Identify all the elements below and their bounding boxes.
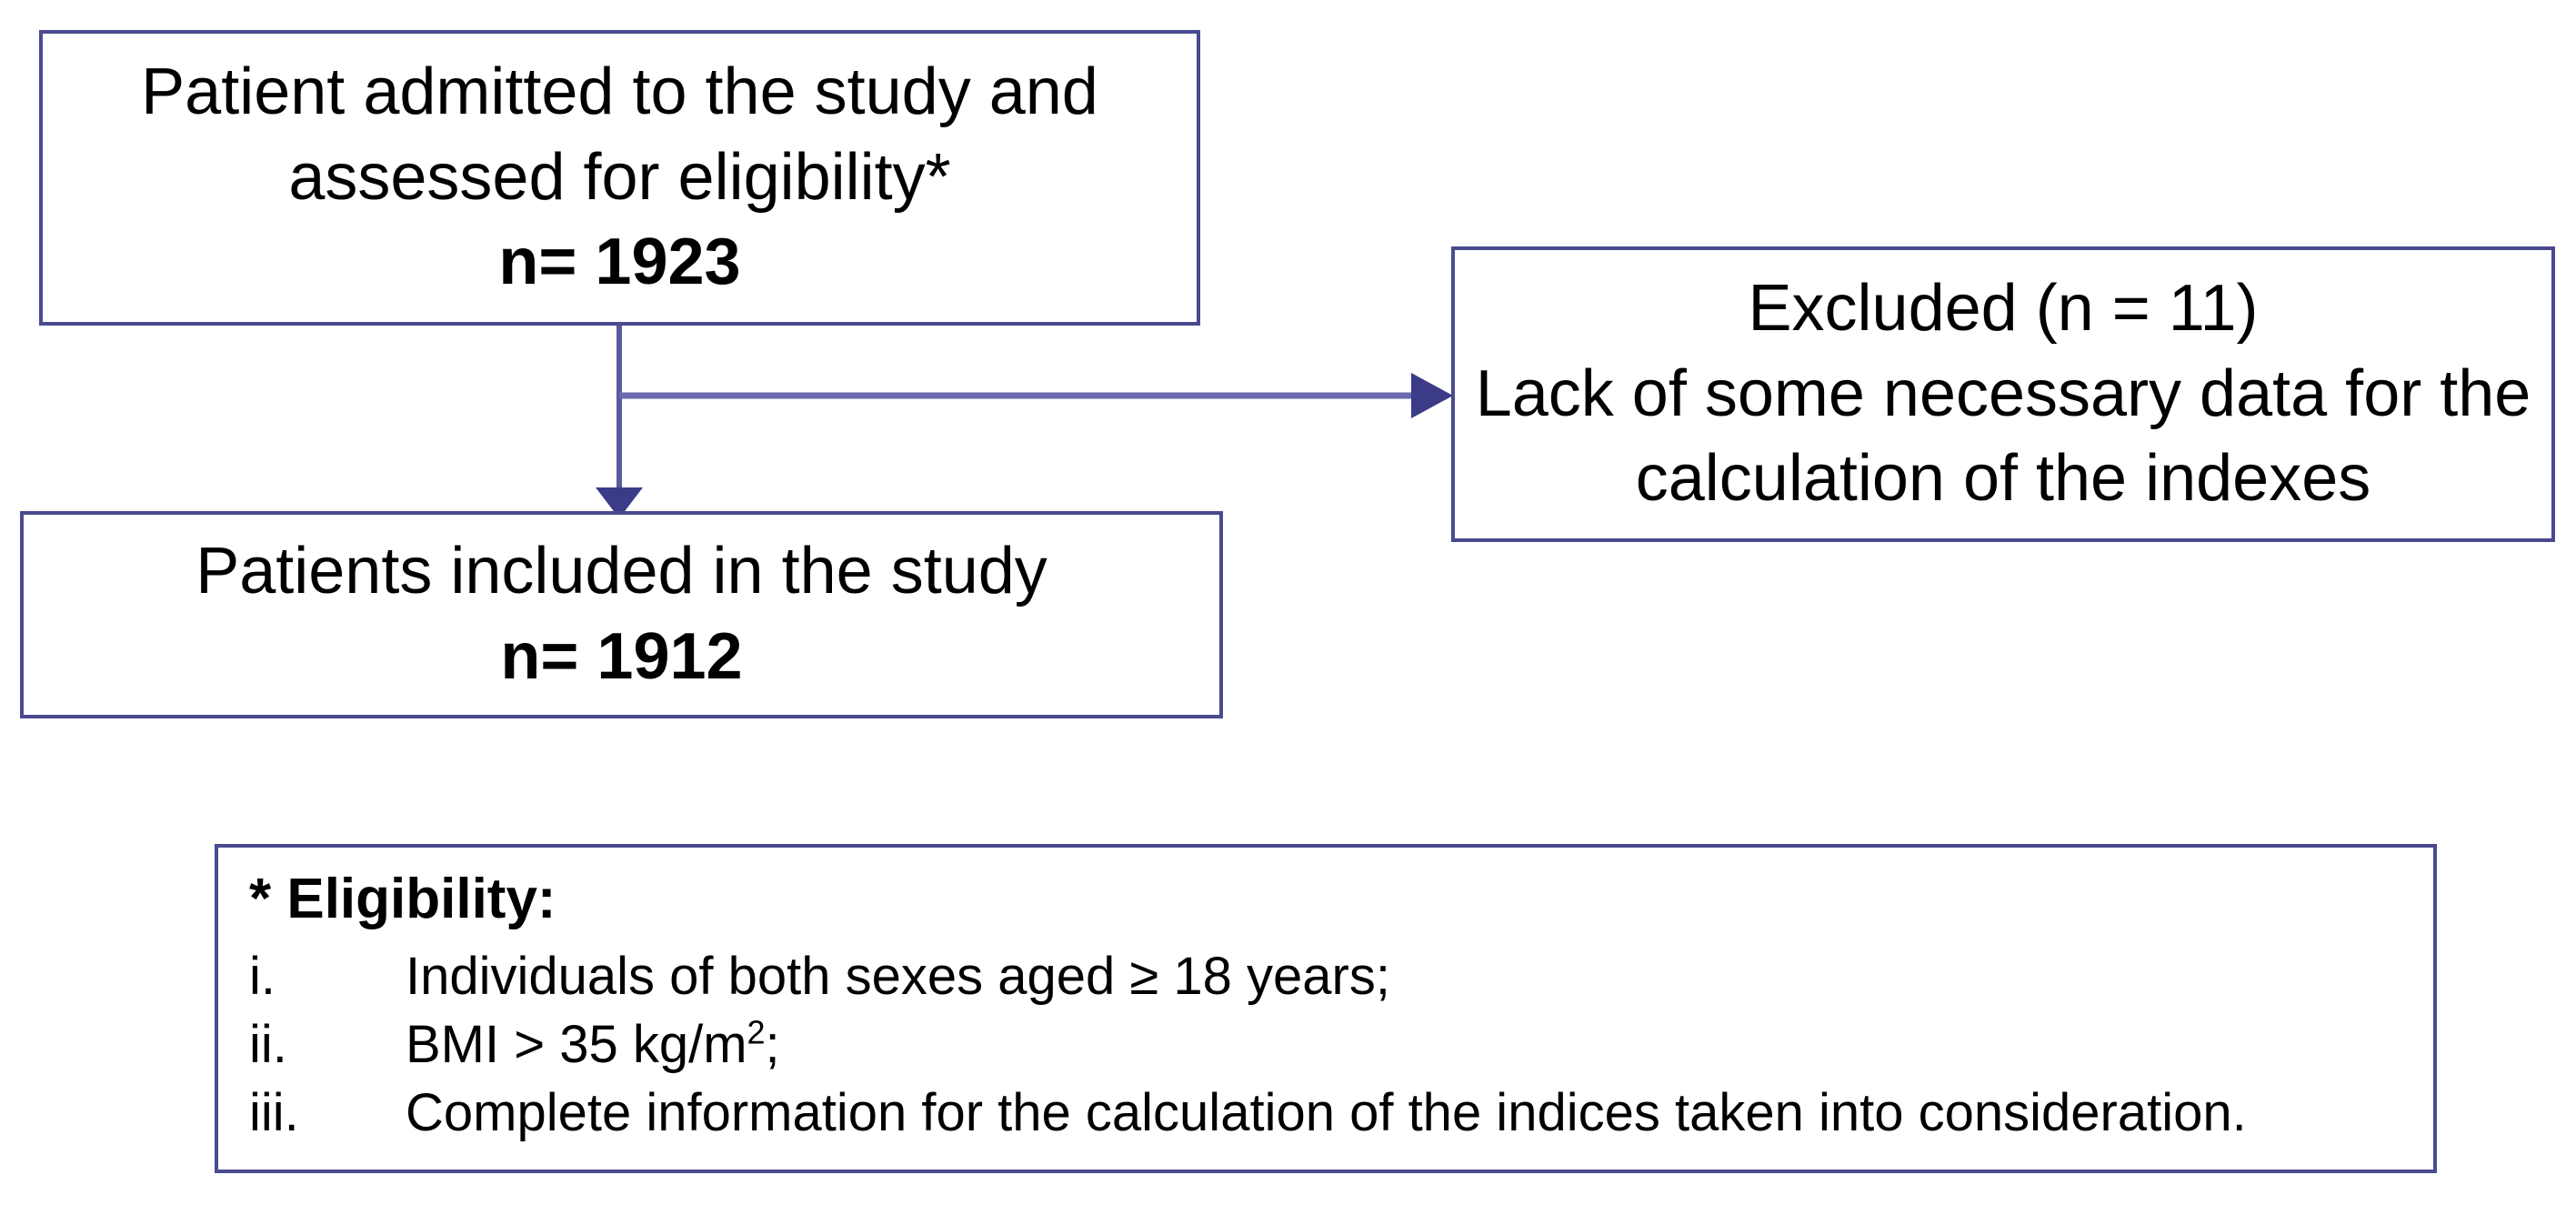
box-patients-included: Patients included in the study n= 1912 <box>20 511 1223 718</box>
eligibility-marker-iii: iii. <box>249 1083 299 1143</box>
admitted-count: n= 1923 <box>498 226 741 299</box>
arrowhead-right-icon <box>1411 373 1453 418</box>
eligibility-text-ii-superscript: 2 <box>747 1013 766 1051</box>
excluded-line-2: Lack of some necessary data for the <box>1475 356 2531 430</box>
eligibility-title: * Eligibility: <box>249 868 556 930</box>
excluded-line-3: calculation of the indexes <box>1635 442 2371 516</box>
eligibility-item-iii: iii. Complete information for the calcul… <box>249 1079 2433 1147</box>
eligibility-item-i: i. Individuals of both sexes aged ≥ 18 y… <box>249 942 2433 1010</box>
included-count: n= 1912 <box>500 620 743 693</box>
eligibility-text-ii: BMI > 35 kg/m2; <box>406 1010 780 1079</box>
eligibility-marker-ii: ii. <box>249 1014 287 1074</box>
eligibility-marker-i: i. <box>249 946 276 1006</box>
eligibility-text-iii: Complete information for the calculation… <box>406 1083 2247 1143</box>
eligibility-text-i: Individuals of both sexes aged ≥ 18 year… <box>406 946 1390 1006</box>
eligibility-item-ii: ii. BMI > 35 kg/m2; <box>249 1010 2433 1079</box>
box-patient-admitted: Patient admitted to the study and assess… <box>39 30 1200 326</box>
admitted-line-2: assessed for eligibility* <box>288 140 951 214</box>
included-line-1: Patients included in the study <box>195 535 1047 608</box>
admitted-line-1: Patient admitted to the study and <box>141 55 1098 129</box>
eligibility-text-ii-after: ; <box>765 1014 780 1074</box>
eligibility-text-ii-before: BMI > 35 kg/m <box>406 1014 747 1074</box>
box-excluded: Excluded (n = 11) Lack of some necessary… <box>1451 246 2555 542</box>
box-eligibility-criteria: * Eligibility: i. Individuals of both se… <box>215 844 2437 1173</box>
excluded-line-1: Excluded (n = 11) <box>1748 272 2259 346</box>
